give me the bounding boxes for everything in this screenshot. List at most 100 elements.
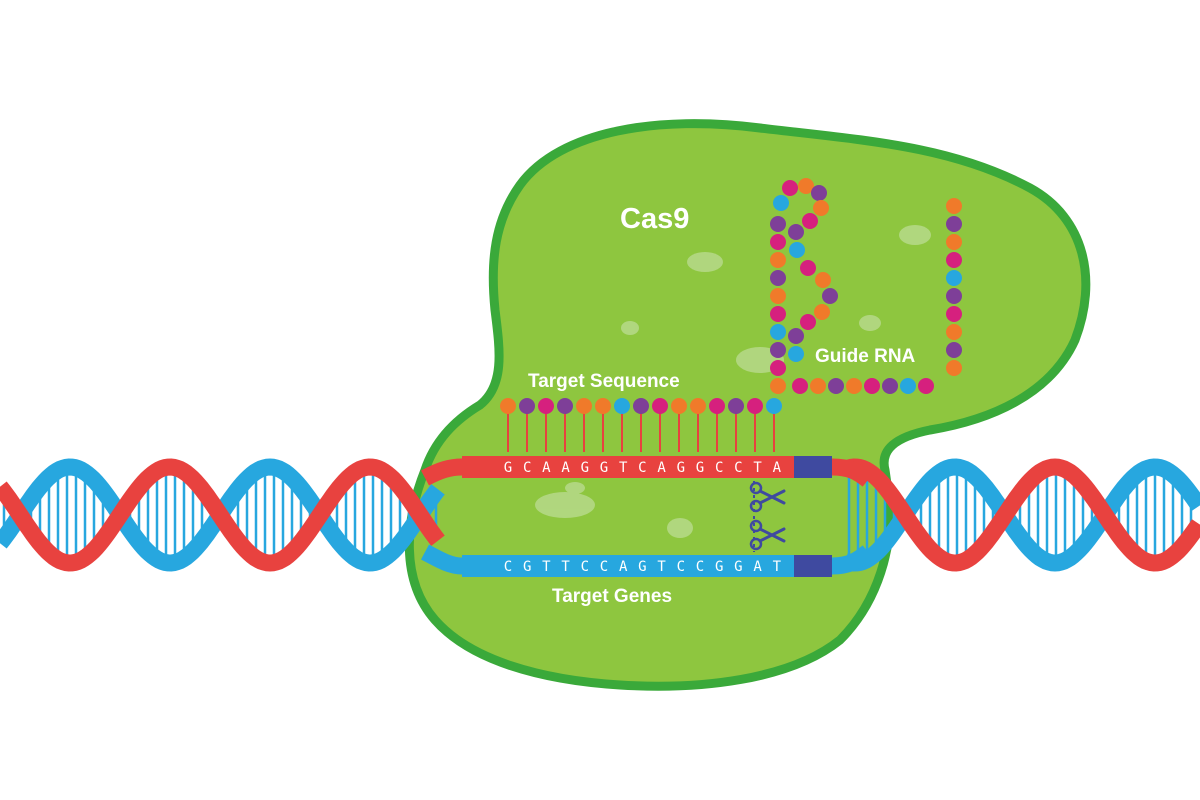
dna-strand-red (831, 458, 874, 487)
nucleotide-letter: G (734, 559, 742, 575)
rna-nucleotide-bead (792, 378, 808, 394)
guide-rna-strand (500, 178, 962, 414)
nucleotide-letter: T (619, 460, 628, 476)
nucleotide-letter: C (523, 460, 531, 476)
rna-nucleotide-bead (946, 252, 962, 268)
guide-rna-label: Guide RNA (815, 346, 916, 367)
rna-nucleotide-bead (946, 306, 962, 322)
rna-nucleotide-bead (946, 198, 962, 214)
nucleotide-letter: G (677, 460, 685, 476)
rna-nucleotide-bead (813, 200, 829, 216)
rna-nucleotide-bead (770, 306, 786, 322)
scissors-icon (749, 481, 786, 513)
rna-nucleotide-bead (946, 342, 962, 358)
nucleotide-letter: G (504, 460, 512, 476)
nucleotide-letter: C (638, 460, 646, 476)
scissors-icon (749, 519, 786, 551)
rna-nucleotide-bead (652, 398, 668, 414)
rna-nucleotide-bead (770, 342, 786, 358)
dna-helix-left (0, 458, 463, 575)
rna-nucleotide-bead (798, 178, 814, 194)
rna-nucleotide-bead (800, 314, 816, 330)
target-genes-label: Target Genes (552, 586, 672, 607)
rna-nucleotide-bead (788, 224, 804, 240)
texture-spot (565, 482, 585, 494)
rna-nucleotide-bead (882, 378, 898, 394)
nucleotide-letter: C (715, 460, 723, 476)
top-strand-bar (462, 456, 798, 478)
rna-nucleotide-bead (782, 180, 798, 196)
dna-strand-red (421, 458, 463, 486)
rna-nucleotide-bead (709, 398, 725, 414)
rna-nucleotide-bead (538, 398, 554, 414)
texture-spot (687, 252, 723, 272)
rna-nucleotide-bead (788, 328, 804, 344)
texture-spot (667, 518, 693, 538)
dna-strand-red (842, 458, 1200, 572)
rna-nucleotide-bead (747, 398, 763, 414)
texture-spot (859, 315, 881, 331)
top-strand-pam-block (794, 456, 832, 478)
rna-nucleotide-bead (614, 398, 630, 414)
nucleotide-letter: C (600, 559, 608, 575)
rna-nucleotide-bead (822, 288, 838, 304)
texture-spot (899, 225, 931, 245)
dna-helix-right (831, 458, 1200, 575)
nucleotide-letter: A (753, 559, 762, 575)
rna-nucleotide-bead (946, 234, 962, 250)
rna-nucleotide-bead (770, 234, 786, 250)
rna-nucleotide-bead (770, 270, 786, 286)
nucleotide-letter: C (734, 460, 742, 476)
nucleotide-letter: T (753, 460, 762, 476)
rna-nucleotide-bead (770, 288, 786, 304)
rna-nucleotide-bead (946, 360, 962, 376)
rna-nucleotide-bead (946, 288, 962, 304)
rna-nucleotide-bead (557, 398, 573, 414)
rna-nucleotide-bead (766, 398, 782, 414)
rna-nucleotide-bead (595, 398, 611, 414)
rna-nucleotide-bead (946, 270, 962, 286)
nucleotide-letter: C (677, 559, 685, 575)
dna-strand-blue (831, 545, 874, 575)
rna-nucleotide-bead (788, 346, 804, 362)
rna-nucleotide-bead (946, 216, 962, 232)
protein-texture-spots (535, 225, 931, 538)
texture-spot (535, 492, 595, 518)
rna-nucleotide-bead (789, 242, 805, 258)
rna-nucleotide-bead (519, 398, 535, 414)
nucleotide-letter: A (561, 460, 570, 476)
rna-nucleotide-bead (828, 378, 844, 394)
nucleotide-letter: A (619, 559, 628, 575)
rna-nucleotide-bead (918, 378, 934, 394)
nucleotide-letter: T (561, 559, 570, 575)
bottom-strand-pam-block (794, 555, 832, 577)
target-sequence-label: Target Sequence (528, 371, 680, 392)
nucleotide-letter: C (696, 559, 704, 575)
rna-nucleotide-bead (815, 272, 831, 288)
rna-nucleotide-bead (810, 378, 826, 394)
nucleotide-letter: G (600, 460, 608, 476)
rna-nucleotide-bead (800, 260, 816, 276)
nucleotide-letter: G (638, 559, 646, 575)
rna-nucleotide-bead (770, 216, 786, 232)
rna-nucleotide-bead (690, 398, 706, 414)
nucleotide-letter: A (657, 460, 666, 476)
rna-nucleotide-bead (728, 398, 744, 414)
nucleotide-letter: G (523, 559, 531, 575)
rna-nucleotide-bead (900, 378, 916, 394)
nucleotide-letter: A (542, 460, 551, 476)
rna-nucleotide-bead (846, 378, 862, 394)
rna-nucleotide-bead (770, 378, 786, 394)
rna-nucleotide-bead (770, 360, 786, 376)
rna-nucleotide-bead (773, 195, 789, 211)
rna-nucleotide-bead (946, 324, 962, 340)
nucleotide-letter: G (696, 460, 704, 476)
rna-nucleotide-bead (500, 398, 516, 414)
rna-nucleotide-bead (864, 378, 880, 394)
rna-nucleotide-bead (576, 398, 592, 414)
bottom-strand-bar (462, 555, 798, 577)
